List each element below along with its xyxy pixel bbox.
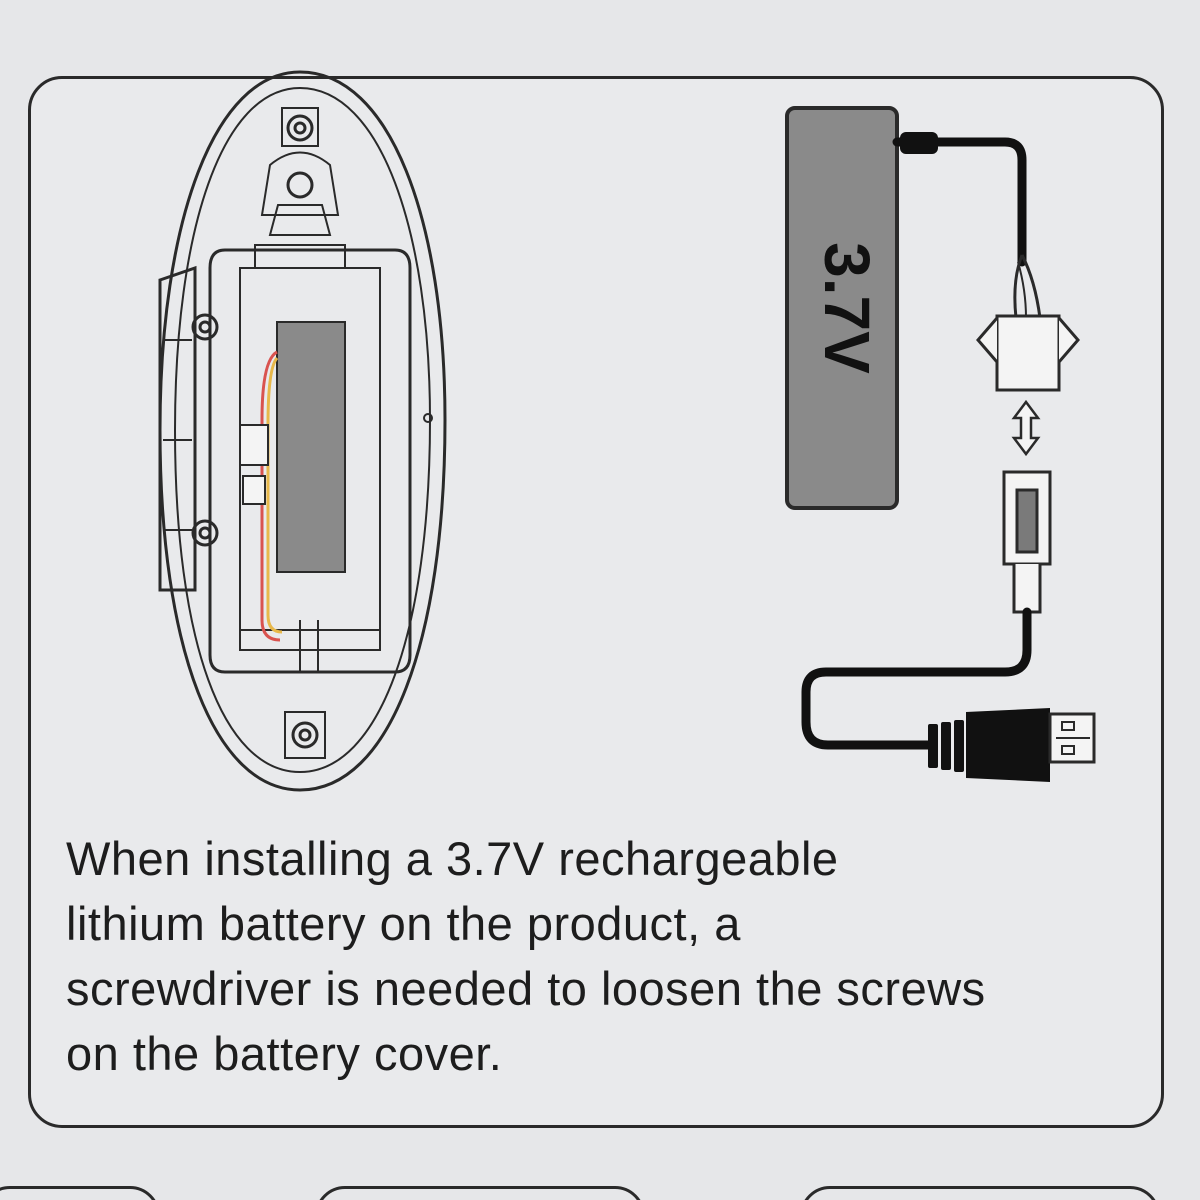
battery-pack-icon [276,321,346,573]
battery-cable [892,137,1027,267]
caption-line: When installing a 3.7V rechargeable [66,832,839,885]
cable-strain-relief [900,132,938,154]
caption-line: screwdriver is needed to loosen the scre… [66,962,986,1015]
next-panel-edge [315,1186,645,1200]
connector-icon [976,314,1080,392]
next-panel-edge [800,1186,1160,1200]
caption-line: lithium battery on the product, a [66,897,741,950]
remote-housing-icon [158,70,447,792]
installation-instructions: When installing a 3.7V rechargeable lith… [66,826,1166,1086]
caption-line: on the battery cover. [66,1027,503,1080]
male-connector-icon [1002,470,1052,614]
battery-voltage-label: 3.7V [811,242,883,374]
connector-wires [1013,254,1042,319]
usb-cable [801,607,1032,750]
battery-pack-large-icon [785,106,899,510]
double-arrow-icon [1011,399,1041,457]
usb-plug-icon [966,708,1096,782]
usb-strain-relief [928,720,964,772]
inner-connector-icon [239,424,269,505]
next-panel-edge [0,1186,160,1200]
